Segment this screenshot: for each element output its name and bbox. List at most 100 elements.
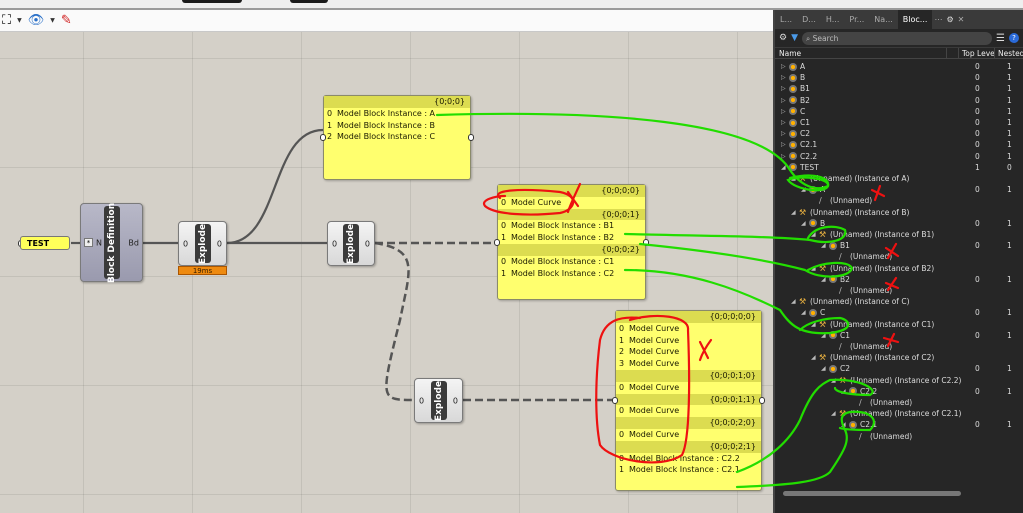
- blocks-icon[interactable]: ⚙: [779, 33, 788, 43]
- expanded-arrow-icon[interactable]: ◢: [781, 163, 786, 171]
- input-label[interactable]: 0: [183, 239, 189, 248]
- expanded-arrow-icon[interactable]: ◢: [811, 320, 816, 328]
- expanded-arrow-icon[interactable]: ◢: [831, 410, 836, 418]
- filter-icon[interactable]: ▼: [791, 33, 798, 43]
- help-icon[interactable]: ?: [1009, 33, 1019, 43]
- tab-layers[interactable]: L...: [780, 15, 793, 24]
- tab-properties[interactable]: Pr...: [849, 15, 865, 24]
- tab-help[interactable]: H...: [825, 15, 840, 24]
- expanded-arrow-icon[interactable]: ◢: [811, 264, 816, 272]
- expanded-arrow-icon[interactable]: ◢: [811, 231, 816, 238]
- output-label[interactable]: 0: [452, 396, 458, 405]
- tree-row[interactable]: ∕(Unnamed): [775, 285, 1023, 296]
- expanded-arrow-icon[interactable]: ◢: [811, 354, 816, 362]
- explode-component-3[interactable]: 0 Explode 0: [414, 378, 463, 423]
- output-grip[interactable]: [759, 397, 765, 404]
- expanded-arrow-icon[interactable]: ◢: [801, 186, 806, 194]
- expanded-arrow-icon[interactable]: ◢: [821, 275, 826, 283]
- expanded-arrow-icon[interactable]: ◢: [791, 175, 796, 182]
- output-label[interactable]: 0: [364, 239, 370, 248]
- input-label[interactable]: N: [96, 238, 102, 247]
- chevron-down-icon[interactable]: ▼: [17, 17, 22, 24]
- tree-row[interactable]: ◢⚒(Unnamed) (Instance of B): [775, 207, 1023, 218]
- tree-row[interactable]: ◢⚒(Unnamed) (Instance of B1): [775, 229, 1023, 240]
- tab-display[interactable]: D...: [802, 15, 816, 24]
- tree-row[interactable]: ∕(Unnamed): [775, 397, 1023, 408]
- col-nested[interactable]: Nested: [998, 49, 1023, 58]
- expanded-arrow-icon[interactable]: ◢: [841, 421, 846, 429]
- expanded-arrow-icon[interactable]: ◢: [791, 298, 796, 306]
- chevron-down-icon[interactable]: ▼: [50, 17, 55, 24]
- tab-blocks[interactable]: Bloc...: [897, 10, 933, 29]
- col-name[interactable]: Name: [775, 48, 947, 58]
- collapsed-arrow-icon[interactable]: ▷: [781, 141, 786, 149]
- input-label[interactable]: 0: [332, 239, 338, 248]
- tree-row[interactable]: ◢⚒(Unnamed) (Instance of C): [775, 296, 1023, 307]
- input-grip[interactable]: [612, 397, 618, 404]
- input-grip[interactable]: [494, 238, 500, 246]
- tree-row[interactable]: ◢⚒(Unnamed) (Instance of B2): [775, 263, 1023, 274]
- tree-row[interactable]: ∕(Unnamed): [775, 431, 1023, 442]
- tree-row[interactable]: ∕(Unnamed): [775, 341, 1023, 352]
- zoom-extents-icon[interactable]: ⛶: [2, 13, 12, 28]
- test-text-panel[interactable]: TEST: [20, 236, 70, 250]
- tree-row[interactable]: ∕(Unnamed): [775, 251, 1023, 262]
- search-input[interactable]: ⌕ Search: [802, 31, 993, 45]
- expanded-arrow-icon[interactable]: ◢: [821, 365, 826, 373]
- preview-eye-icon[interactable]: 👁: [27, 13, 45, 28]
- gear-icon[interactable]: ⚙: [946, 15, 954, 24]
- menu-icon[interactable]: ☰: [996, 32, 1005, 44]
- close-icon[interactable]: ✕: [957, 15, 965, 24]
- tree-row[interactable]: ◢⚒(Unnamed) (Instance of C1): [775, 319, 1023, 330]
- more-icon[interactable]: ⋯: [934, 15, 943, 24]
- tree-row[interactable]: ◢⚒(Unnamed) (Instance of A): [775, 173, 1023, 184]
- expanded-arrow-icon[interactable]: ◢: [821, 331, 826, 339]
- tree-row[interactable]: ◢⚒(Unnamed) (Instance of C2.2): [775, 375, 1023, 386]
- collapsed-arrow-icon[interactable]: ▷: [781, 74, 786, 82]
- expanded-arrow-icon[interactable]: ◢: [791, 208, 796, 216]
- horizontal-scrollbar[interactable]: [783, 491, 961, 496]
- sketch-pen-icon[interactable]: ✎: [60, 13, 72, 28]
- expanded-arrow-icon[interactable]: ◢: [801, 309, 806, 317]
- tree-row[interactable]: ∕(Unnamed): [775, 195, 1023, 206]
- tree-row[interactable]: ◢⚒(Unnamed) (Instance of C2.1): [775, 408, 1023, 419]
- collapsed-arrow-icon[interactable]: ▷: [781, 107, 786, 115]
- col-top-level[interactable]: Top Level: [959, 48, 995, 58]
- expanded-arrow-icon[interactable]: ◢: [841, 387, 846, 395]
- collapsed-arrow-icon[interactable]: ▷: [781, 152, 786, 160]
- top-tab-dark[interactable]: [290, 0, 328, 3]
